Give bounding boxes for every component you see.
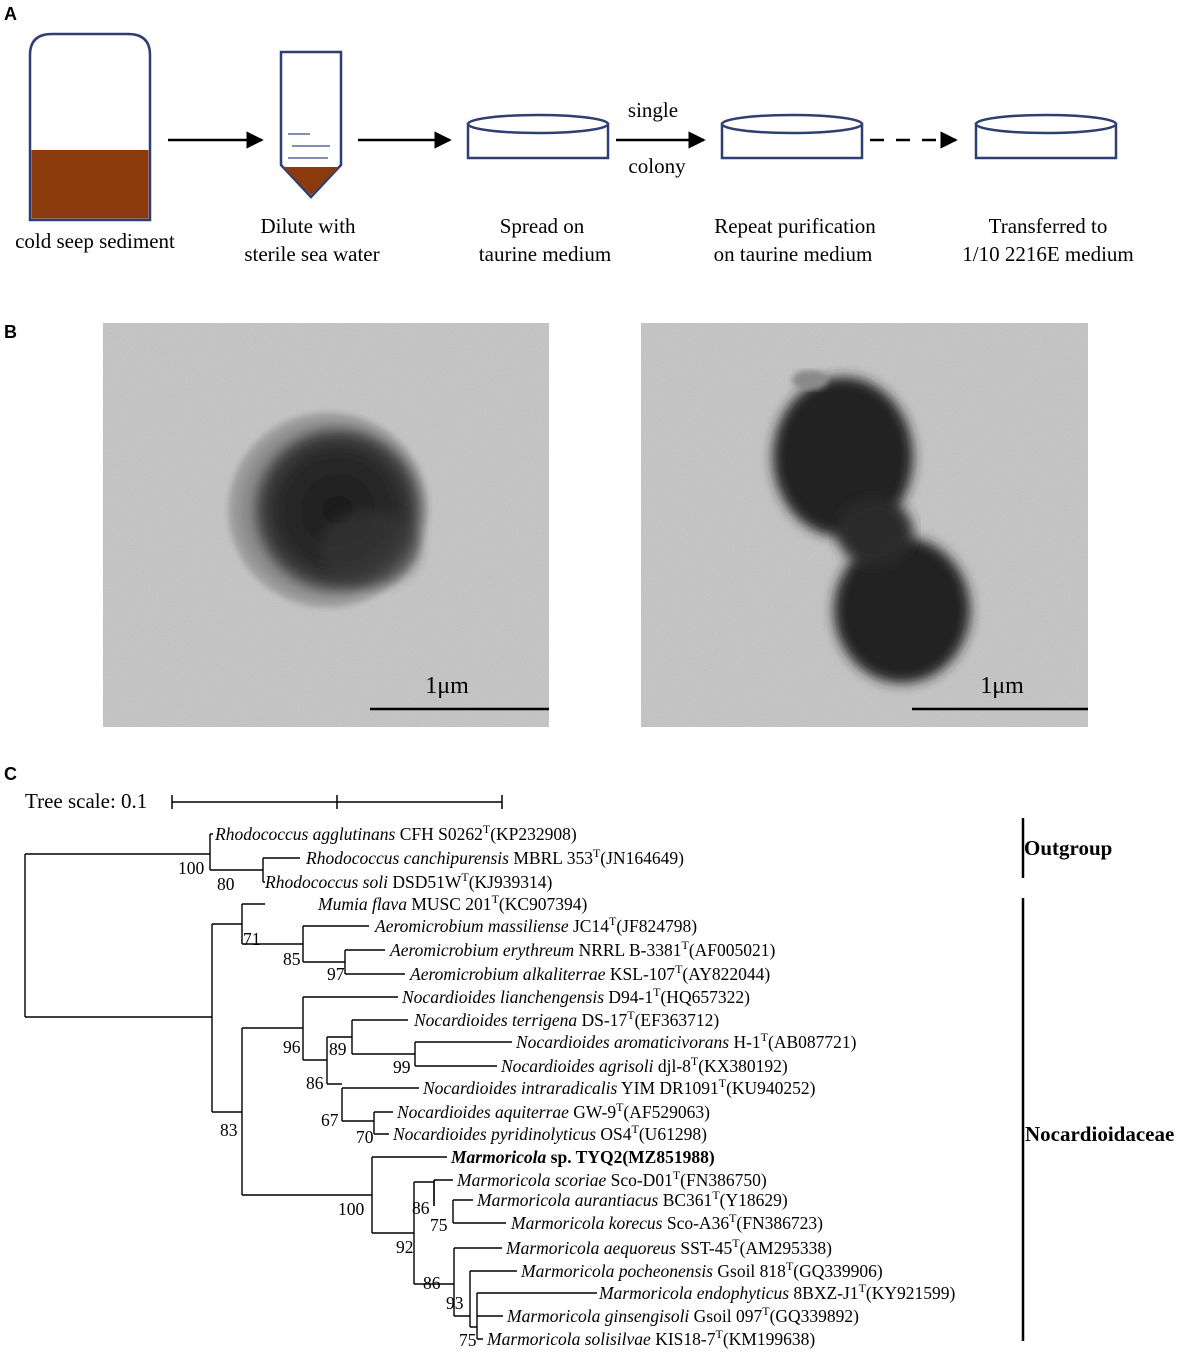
bootstrap-value: 97 <box>327 964 345 984</box>
tem-micrograph-right: 1μm <box>641 323 1088 727</box>
taxon-label: Nocardioides aquiterrae GW-9T(AF529063) <box>396 1100 710 1122</box>
bootstrap-value: 86 <box>306 1073 324 1093</box>
step-3-caption-line-1: Spread on <box>500 214 585 238</box>
bootstrap-value: 89 <box>329 1039 347 1059</box>
step-3-caption-line-2: taurine medium <box>479 242 611 266</box>
step-1-caption: cold seep sediment <box>15 229 175 253</box>
panel-label-b: B <box>4 322 17 342</box>
taxon-label: Marmoricola ginsengisoli Gsoil 097T(GQ33… <box>506 1304 859 1326</box>
arrow-label-bottom: colony <box>628 154 686 178</box>
panel-label-a: A <box>4 4 17 24</box>
taxon-label: Aeromicrobium erythreum NRRL B-3381T(AF0… <box>389 938 776 960</box>
taxon-label: Rhodococcus canchipurensis MBRL 353T(JN1… <box>305 846 684 868</box>
taxon-label: Marmoricola aurantiacus BC361T(Y18629) <box>476 1188 788 1210</box>
bootstrap-value: 83 <box>220 1120 238 1140</box>
petri-dish-icon-2 <box>720 113 864 160</box>
tree-scale-bar <box>171 795 503 809</box>
taxon-label: Aeromicrobium massiliense JC14T(JF824798… <box>374 914 697 936</box>
bootstrap-value: 75 <box>430 1215 448 1235</box>
tree-scale-label: Tree scale: 0.1 <box>25 789 147 813</box>
taxon-label: Marmoricola pocheonensis Gsoil 818T(GQ33… <box>520 1259 883 1281</box>
bootstrap-value: 86 <box>412 1198 430 1218</box>
taxon-label: Mumia flava MUSC 201T(KC907394) <box>317 892 588 914</box>
bootstrap-value: 80 <box>217 874 235 894</box>
bootstrap-value: 85 <box>283 949 301 969</box>
step-4-caption-line-1: Repeat purification <box>714 214 876 238</box>
taxon-label: Rhodococcus soli DSD51WT(KJ939314) <box>264 870 552 892</box>
bootstrap-value: 86 <box>423 1273 441 1293</box>
group-label-ingroup: Nocardioidaceae <box>1025 1122 1174 1146</box>
taxon-label: Rhodococcus agglutinans CFH S0262T(KP232… <box>214 822 577 844</box>
phylogenetic-tree <box>24 833 597 1340</box>
panel-label-c: C <box>4 764 17 784</box>
scale-bar-label-right: 1μm <box>980 673 1024 699</box>
step-4-caption-line-2: on taurine medium <box>714 242 873 266</box>
taxon-label: Marmoricola aequoreus SST-45T(AM295338) <box>505 1236 832 1258</box>
bootstrap-value: 67 <box>321 1110 339 1130</box>
bootstrap-value: 96 <box>283 1037 301 1057</box>
taxon-label: Marmoricola sp. TYQ2(MZ851988) <box>450 1147 715 1167</box>
taxon-label: Aeromicrobium alkaliterrae KSL-107T(AY82… <box>409 962 770 984</box>
taxon-labels: Rhodococcus agglutinans CFH S0262T(KP232… <box>214 822 956 1349</box>
bootstrap-value: 100 <box>178 858 205 878</box>
taxon-label: Nocardioides aromaticivorans H-1T(AB0877… <box>515 1030 857 1052</box>
step-2-caption-line-2: sterile sea water <box>244 242 379 266</box>
sediment-jar-icon <box>28 32 152 222</box>
taxon-label: Marmoricola scoriae Sco-D01T(FN386750) <box>456 1168 767 1190</box>
bootstrap-value: 92 <box>396 1237 414 1257</box>
taxon-label: Marmoricola solisilvae KIS18-7T(KM199638… <box>486 1327 815 1349</box>
step-5-caption-line-1: Transferred to <box>989 214 1108 238</box>
taxon-label: Nocardioides terrigena DS-17T(EF363712) <box>413 1008 719 1030</box>
bootstrap-value: 99 <box>393 1057 411 1077</box>
bootstrap-value: 93 <box>446 1293 464 1313</box>
taxon-label: Nocardioides agrisoli djl-8T(KX380192) <box>500 1054 788 1076</box>
petri-dish-icon-3 <box>974 113 1118 160</box>
taxon-label: Nocardioides intraradicalis YIM DR1091T(… <box>422 1076 816 1098</box>
step-2-caption-line-1: Dilute with <box>260 214 356 238</box>
petri-dish-icon-1 <box>466 113 610 160</box>
arrow-label-top: single <box>628 98 678 122</box>
tem-micrograph-left: 1μm <box>103 323 549 727</box>
bootstrap-value: 71 <box>243 929 261 949</box>
taxon-label: Marmoricola korecus Sco-A36T(FN386723) <box>510 1211 823 1233</box>
bootstrap-value: 70 <box>356 1127 374 1147</box>
bootstrap-value: 100 <box>338 1199 365 1219</box>
taxon-label: Nocardioides pyridinolyticus OS4T(U61298… <box>392 1122 707 1144</box>
step-5-caption-line-2: 1/10 2216E medium <box>962 242 1134 266</box>
taxon-label: Marmoricola endophyticus 8BXZ-J1T(KY9215… <box>598 1281 956 1303</box>
scale-bar-label-left: 1μm <box>425 673 469 699</box>
bootstrap-value: 75 <box>459 1330 477 1350</box>
group-label-outgroup: Outgroup <box>1024 836 1112 860</box>
dilution-tube-icon <box>279 50 343 199</box>
taxon-label: Nocardioides lianchengensis D94-1T(HQ657… <box>401 985 750 1007</box>
